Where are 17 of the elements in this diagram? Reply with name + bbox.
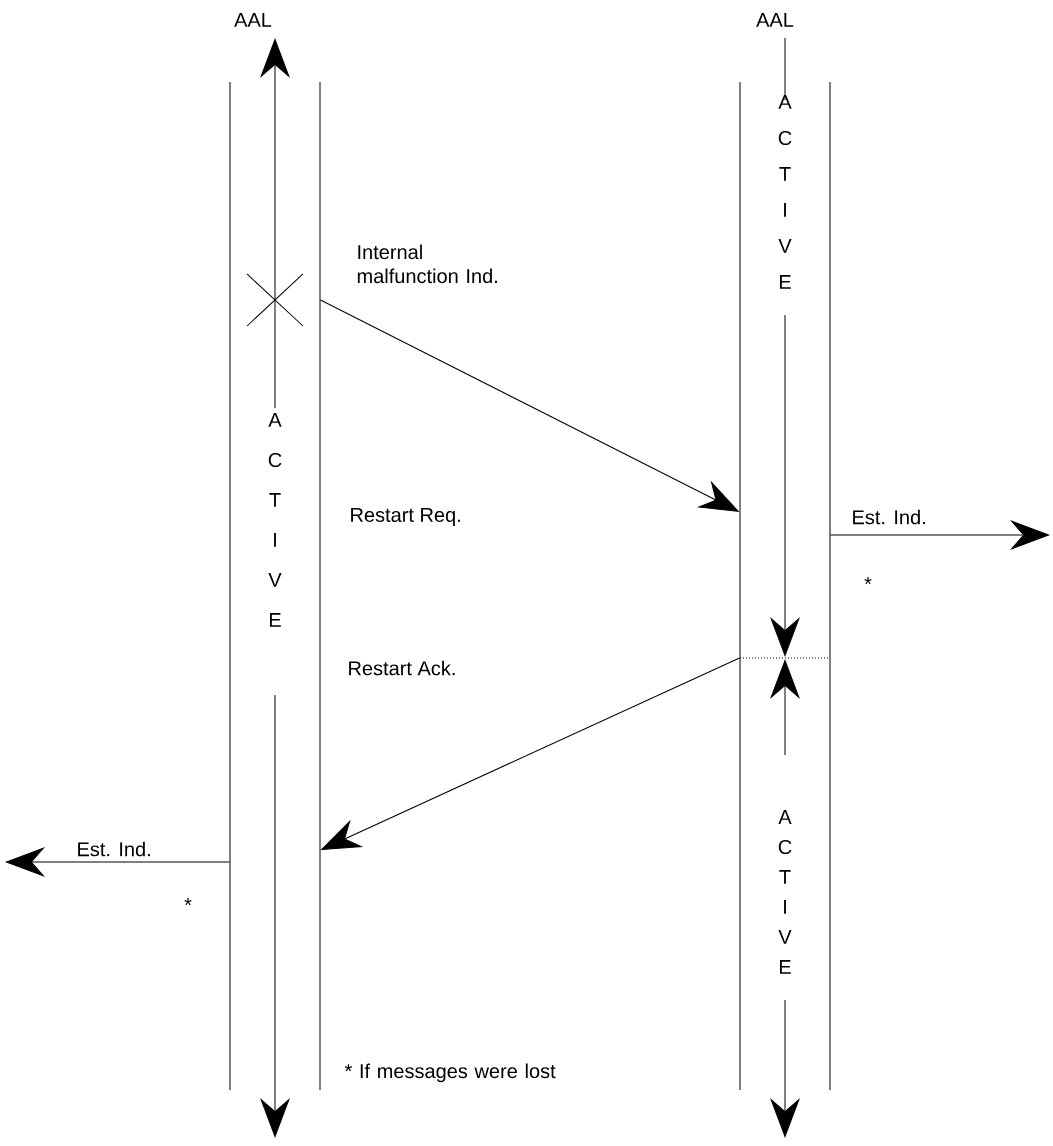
message-label: Restart Req. — [351, 508, 460, 526]
lane-heading: AAL — [234, 13, 272, 27]
arrow — [5, 847, 230, 877]
state-label: ACTIVE — [778, 810, 792, 974]
state-label: ACTIVE — [268, 413, 282, 627]
arrow — [830, 520, 1050, 550]
edge-label: Internal malfunction Ind. — [357, 244, 497, 284]
message-label: Restart Ack. — [349, 660, 455, 676]
arrow — [321, 657, 740, 850]
lane-heading: AAL — [756, 13, 794, 27]
edge-label: Est. Ind. — [853, 509, 925, 525]
arrow — [320, 299, 739, 512]
footnote-mark: * — [864, 577, 872, 585]
footnote-mark: * — [184, 898, 192, 906]
state-label: ACTIVE — [778, 95, 792, 289]
footnote: * If messages were lost — [344, 1063, 556, 1083]
edge-label: Est. Ind. — [78, 841, 150, 857]
